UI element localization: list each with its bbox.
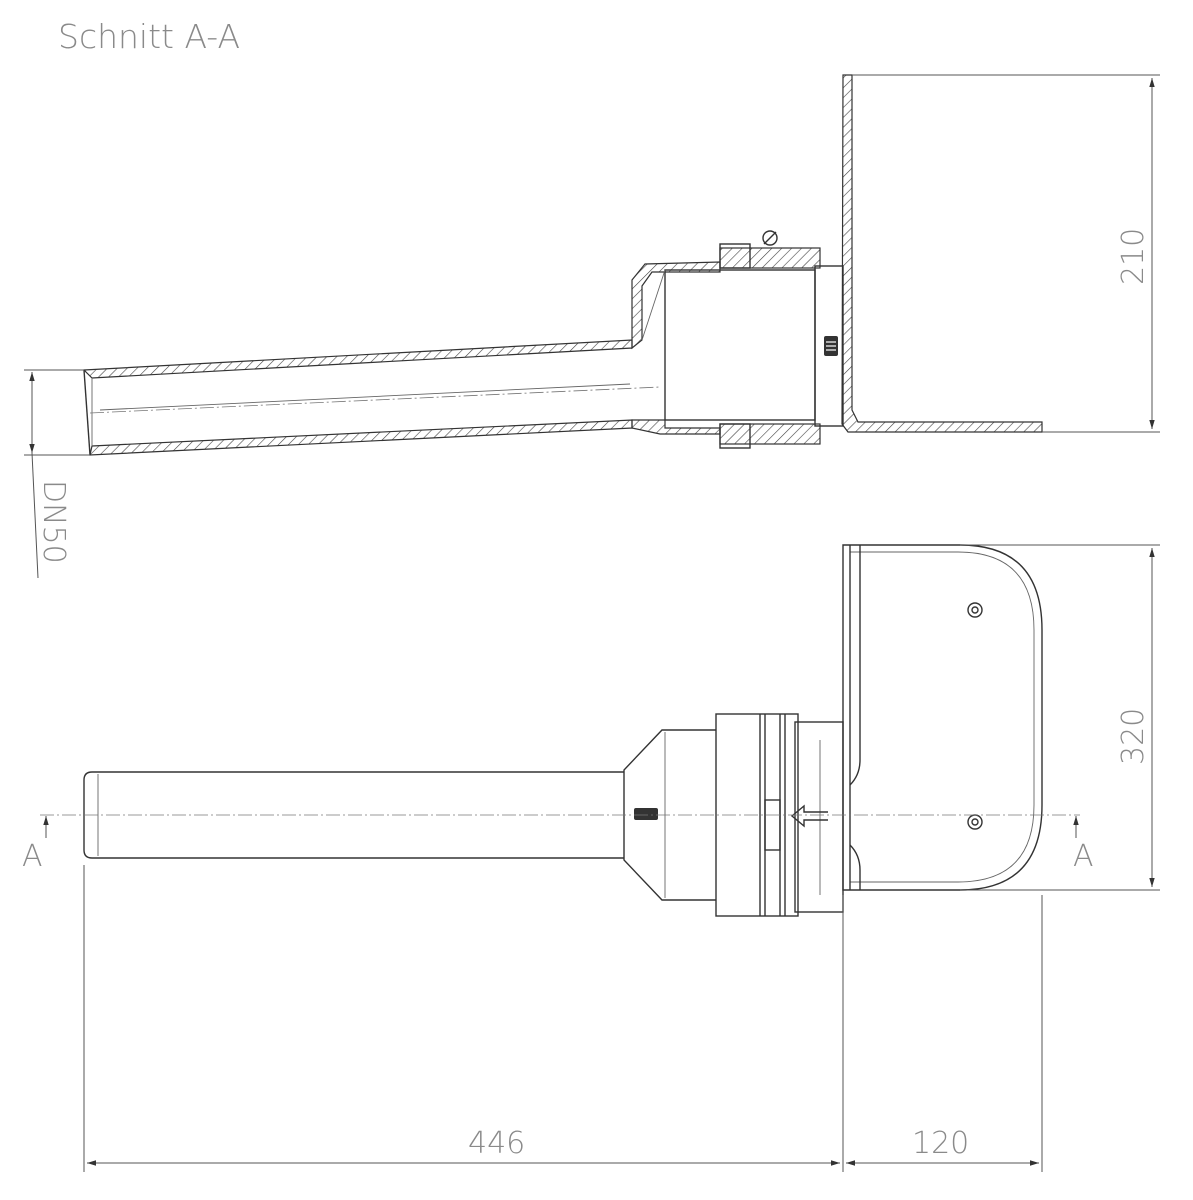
- wall-flange: [841, 74, 1043, 433]
- section-view: [82, 74, 1043, 456]
- body-wall: [631, 261, 721, 350]
- dimension-320-label: 320: [1116, 708, 1151, 765]
- plan-view: [40, 544, 1080, 917]
- inner-sleeve: [664, 269, 816, 421]
- section-title: Schnitt A-A: [58, 17, 240, 56]
- flange-plate: [842, 544, 1043, 891]
- section-marker-right: A: [1073, 816, 1094, 874]
- dimension-dn50-label: DN50: [36, 480, 71, 564]
- dimension-210: 210: [852, 74, 1160, 433]
- pipe-wall-top: [82, 339, 633, 379]
- clamp-nut-bottom: [719, 423, 821, 445]
- section-marker-right-label: A: [1073, 839, 1094, 874]
- body-wall-lower: [631, 419, 721, 435]
- clamp-screw: [762, 230, 778, 246]
- pipe-centerline: [89, 386, 661, 414]
- pipe-wall-bottom: [89, 419, 633, 456]
- dimension-120: 120: [846, 895, 1043, 1172]
- screw-hole-top: [967, 602, 983, 618]
- dimension-dn50: DN50: [24, 369, 90, 579]
- dimension-446: 446: [83, 865, 844, 1172]
- section-marker-left-label: A: [22, 839, 43, 874]
- dimension-446-label: 446: [468, 1126, 525, 1161]
- section-marker-left: A: [22, 816, 49, 874]
- screw-hole-bottom: [967, 814, 983, 830]
- dimension-320: 320: [960, 544, 1160, 891]
- body-block: [794, 721, 844, 913]
- dimension-210-label: 210: [1116, 228, 1151, 285]
- set-screw: [634, 808, 658, 820]
- flow-arrow-icon: [790, 804, 828, 828]
- dimension-120-label: 120: [912, 1126, 969, 1161]
- clamp-nut-top: [719, 247, 821, 269]
